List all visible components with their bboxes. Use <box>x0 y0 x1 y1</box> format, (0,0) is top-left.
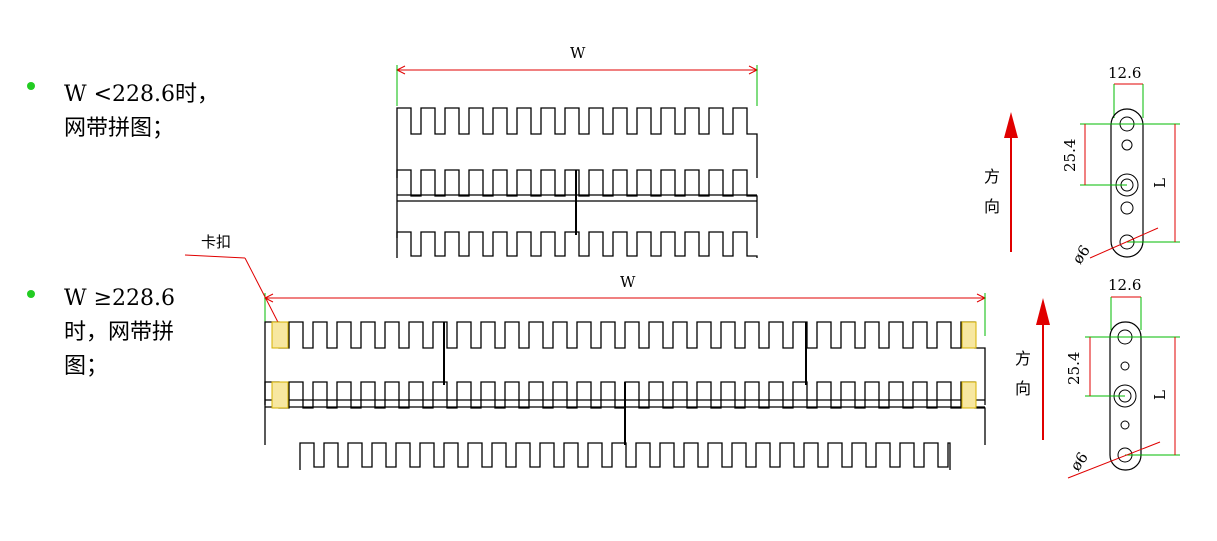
pitch-bottom-label: 25.4 <box>1065 352 1083 385</box>
top-width-label: W <box>570 44 586 62</box>
side-view-bottom: 12.6 25.4 L ø6 <box>1065 276 1180 479</box>
top-belt-row-2 <box>396 169 758 238</box>
side-link-top <box>1110 108 1144 258</box>
direction-top-char1: 方 <box>984 167 1000 186</box>
thickness-bottom-label: 12.6 <box>1108 276 1141 294</box>
thickness-top-label: 12.6 <box>1108 64 1141 82</box>
direction-arrow-top: 方 向 <box>984 112 1018 252</box>
note-top-line2: 网带拼图； <box>64 116 175 141</box>
length-bottom-label: L <box>1151 390 1169 400</box>
clip-right-upper <box>961 321 977 349</box>
note-bottom-line3: 图； <box>64 354 109 379</box>
bottom-width-label: W <box>620 273 636 291</box>
top-belt-outline <box>396 107 758 258</box>
bottom-belt-row-3 <box>299 442 951 470</box>
note-bottom-line2: 时，网带拼 <box>64 320 175 345</box>
bottom-belt-outline <box>264 321 986 470</box>
clip-label: 卡扣 <box>201 233 231 251</box>
direction-bottom-char1: 方 <box>1015 349 1031 368</box>
direction-arrow-bottom: 方 向 <box>1015 298 1050 440</box>
top-belt-row-3 <box>396 231 758 258</box>
bullet-top <box>27 82 35 90</box>
bottom-belt-row-1 <box>264 321 986 405</box>
note-top: W <228.6时， 网带拼图； <box>64 78 219 146</box>
clip-left-lower <box>271 381 289 409</box>
side-view-top: 12.6 25.4 L ø6 <box>1061 64 1180 267</box>
clip-right-lower <box>961 381 977 409</box>
top-belt: W <box>395 44 759 258</box>
direction-top-char2: 向 <box>984 197 1000 216</box>
clip-left-upper <box>271 321 289 349</box>
bullet-bottom <box>27 290 35 298</box>
bottom-belt: W 卡扣 <box>184 233 987 470</box>
length-top-label: L <box>1151 178 1169 188</box>
clip-leader-line <box>184 254 246 259</box>
pitch-top-label: 25.4 <box>1061 139 1079 172</box>
note-bottom: W ≥228.6 时，网带拼 图； <box>64 282 175 384</box>
top-belt-row-1 <box>396 107 758 178</box>
note-top-line1: W <228.6时， <box>64 82 220 107</box>
direction-bottom-char2: 向 <box>1015 379 1031 398</box>
hole-top-label: ø6 <box>1069 242 1094 268</box>
note-bottom-line1: W ≥228.6 <box>64 286 176 311</box>
